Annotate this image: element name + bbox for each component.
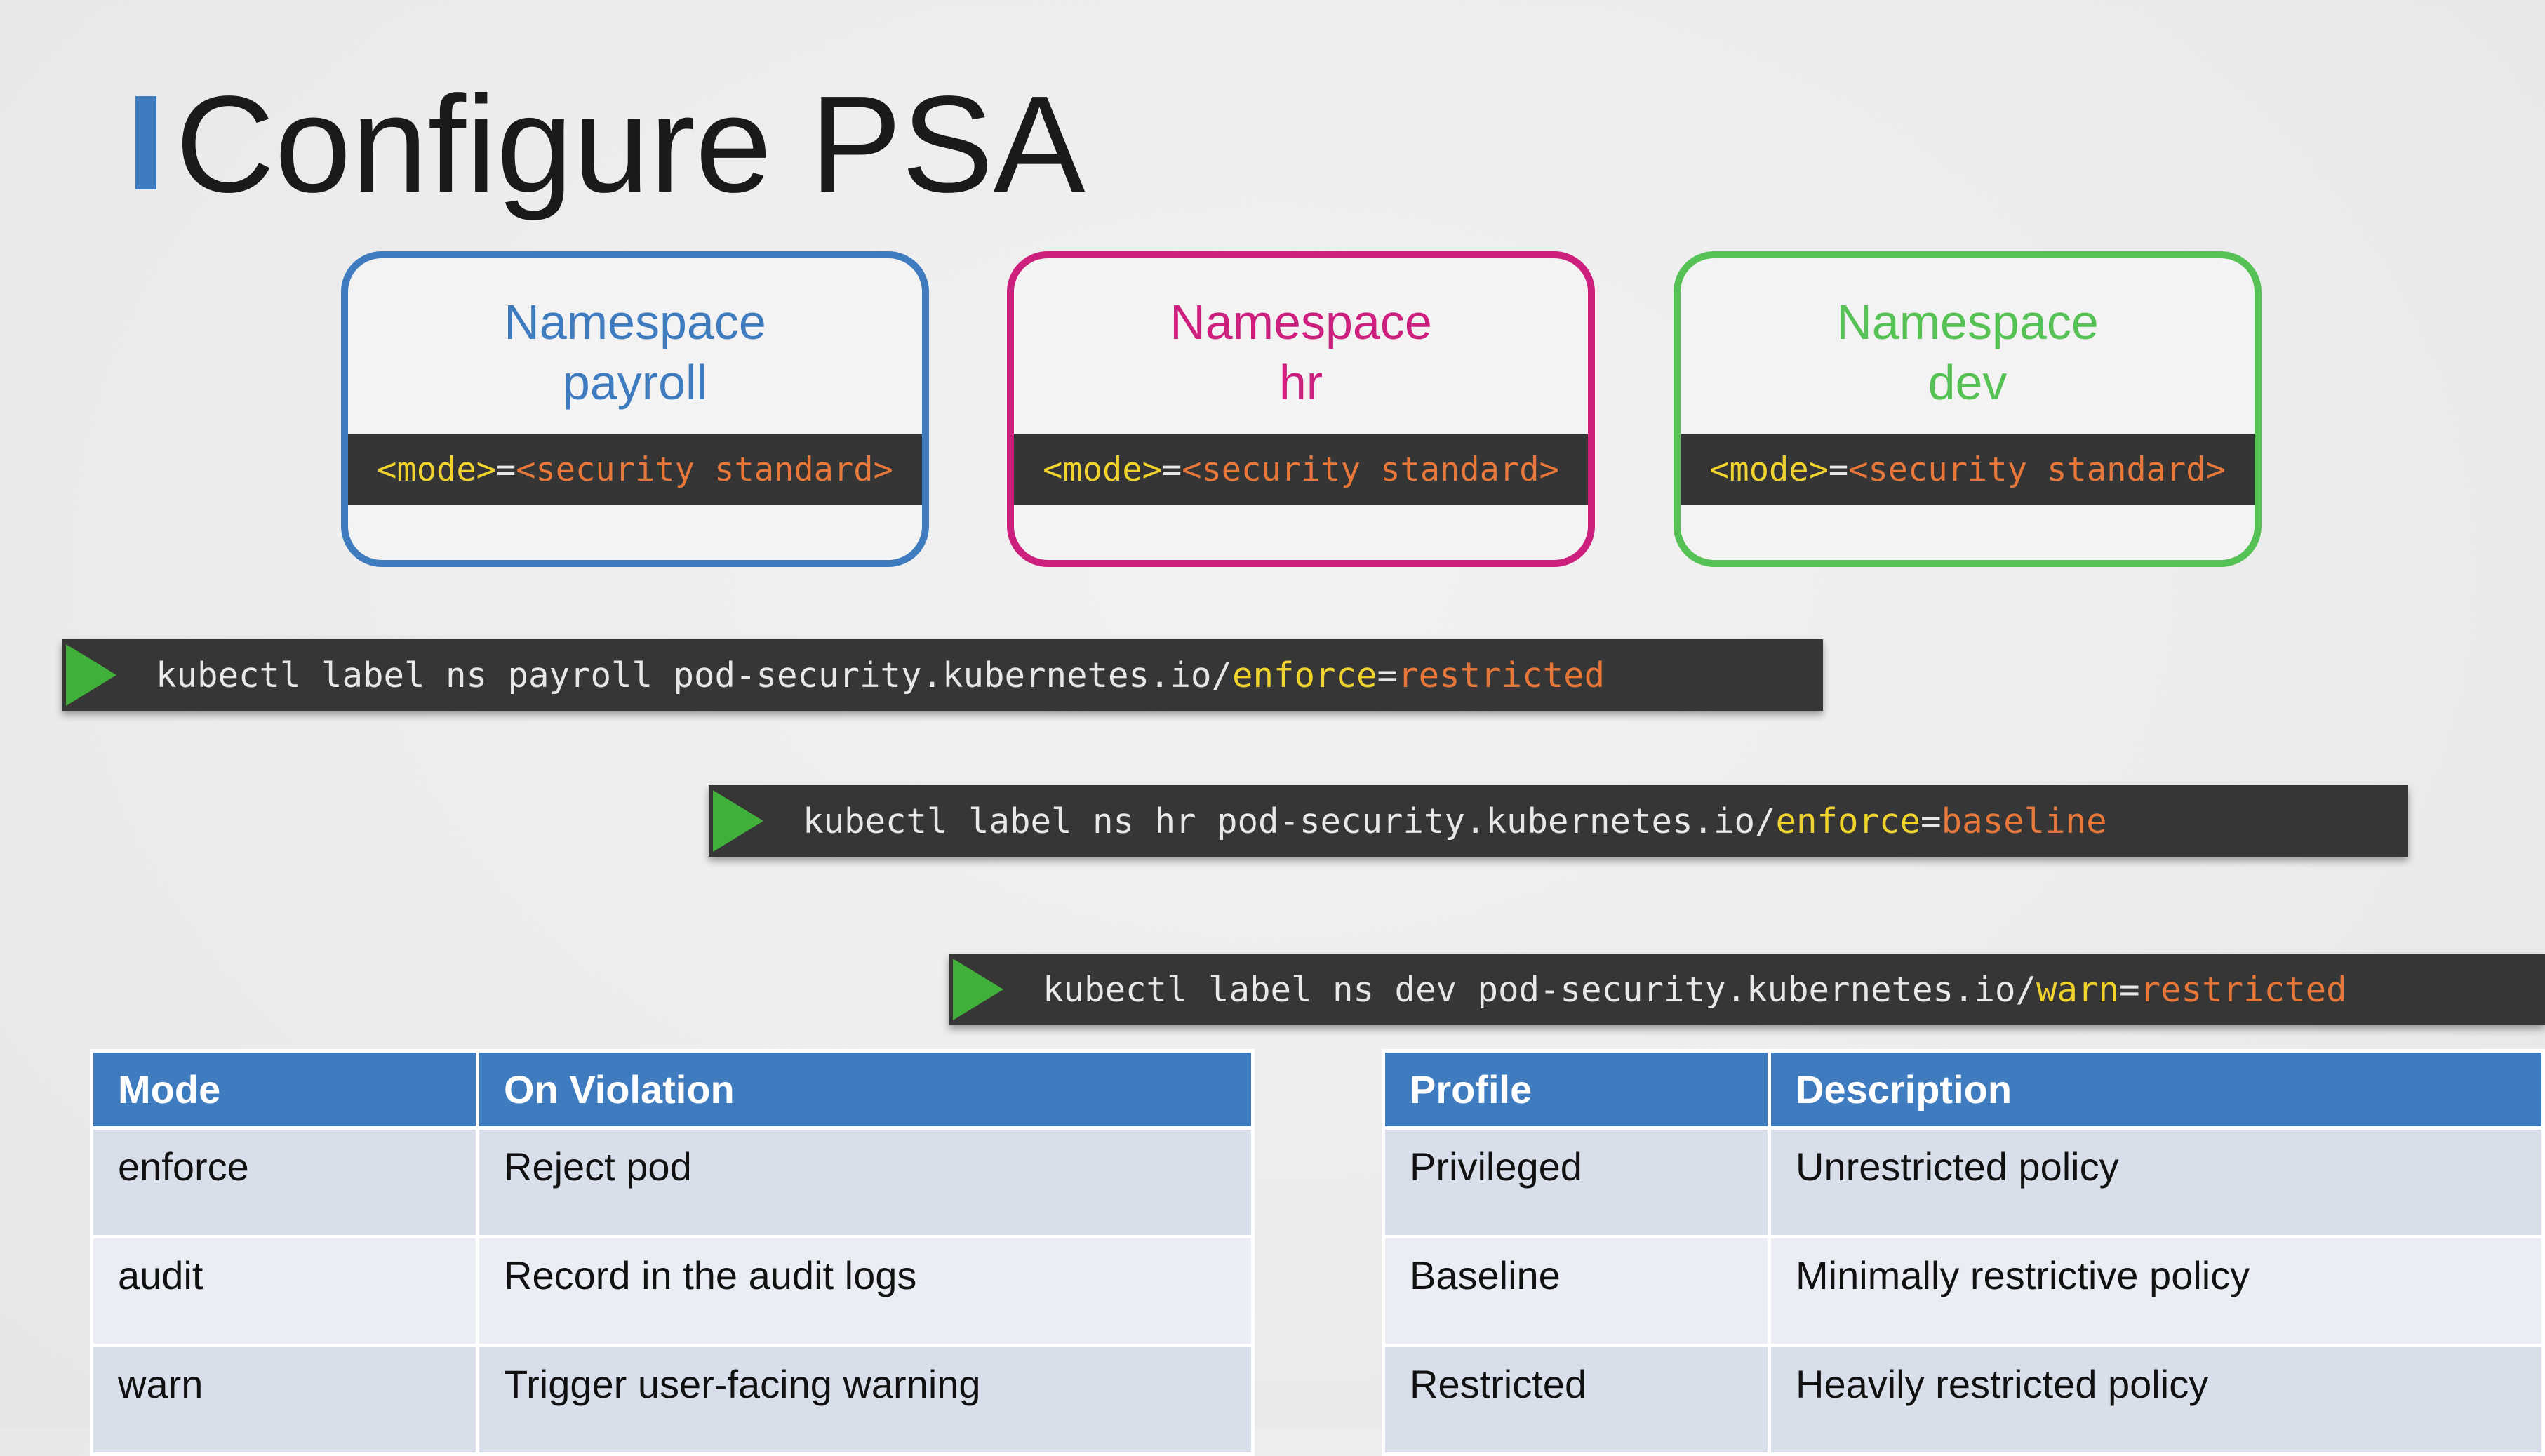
namespace-label-template: <mode>=<security standard> bbox=[1014, 434, 1588, 505]
standard-placeholder: <security standard> bbox=[1182, 450, 1559, 489]
namespace-label: Namespace bbox=[1836, 295, 2099, 349]
standard-placeholder: <security standard> bbox=[516, 450, 893, 489]
column-header-mode: Mode bbox=[93, 1053, 476, 1126]
command-level: baseline bbox=[1941, 801, 2107, 841]
namespace-card-payroll: Namespace payroll <mode>=<security stand… bbox=[341, 251, 929, 567]
table-row: Baseline Minimally restrictive policy bbox=[1385, 1238, 2541, 1344]
play-icon bbox=[713, 790, 763, 852]
violation-cell: Record in the audit logs bbox=[479, 1238, 1251, 1344]
command-text: kubectl label ns payroll pod-security.ku… bbox=[156, 655, 1605, 695]
namespace-card-dev: Namespace dev <mode>=<security standard> bbox=[1674, 251, 2262, 567]
column-header-description: Description bbox=[1771, 1053, 2541, 1126]
violation-cell: Trigger user-facing warning bbox=[479, 1347, 1251, 1452]
command-line-payroll: kubectl label ns payroll pod-security.ku… bbox=[62, 639, 1823, 711]
command-level: restricted bbox=[1398, 655, 1605, 695]
namespace-heading: Namespace dev bbox=[1681, 292, 2255, 413]
modes-table: Mode On Violation enforce Reject pod aud… bbox=[90, 1049, 1255, 1456]
namespace-label: Namespace bbox=[1170, 295, 1432, 349]
command-line-hr: kubectl label ns hr pod-security.kuberne… bbox=[709, 785, 2408, 857]
namespace-heading: Namespace hr bbox=[1014, 292, 1588, 413]
table-header-row: Mode On Violation bbox=[93, 1053, 1251, 1126]
description-cell: Unrestricted policy bbox=[1771, 1130, 2541, 1235]
table-row: Restricted Heavily restricted policy bbox=[1385, 1347, 2541, 1452]
namespace-name: payroll bbox=[562, 355, 708, 410]
description-cell: Minimally restrictive policy bbox=[1771, 1238, 2541, 1344]
play-icon bbox=[66, 644, 116, 706]
equals-sign: = bbox=[1828, 450, 1849, 489]
namespace-name: hr bbox=[1278, 355, 1323, 410]
mode-cell: audit bbox=[93, 1238, 476, 1344]
mode-placeholder: <mode> bbox=[377, 450, 496, 489]
namespace-label: Namespace bbox=[504, 295, 766, 349]
namespace-name: dev bbox=[1928, 355, 2008, 410]
profile-cell: Baseline bbox=[1385, 1238, 1768, 1344]
mode-cell: warn bbox=[93, 1347, 476, 1452]
mode-cell: enforce bbox=[93, 1130, 476, 1235]
profile-cell: Restricted bbox=[1385, 1347, 1768, 1452]
table-row: audit Record in the audit logs bbox=[93, 1238, 1251, 1344]
mode-placeholder: <mode> bbox=[1043, 450, 1162, 489]
command-text: kubectl label ns dev pod-security.kubern… bbox=[1043, 969, 2347, 1010]
namespace-heading: Namespace payroll bbox=[348, 292, 922, 413]
description-cell: Heavily restricted policy bbox=[1771, 1347, 2541, 1452]
namespace-label-template: <mode>=<security standard> bbox=[1681, 434, 2255, 505]
violation-cell: Reject pod bbox=[479, 1130, 1251, 1235]
slide-title: Configure PSA bbox=[175, 67, 1086, 221]
command-level: restricted bbox=[2139, 969, 2347, 1010]
command-mode: enforce bbox=[1775, 801, 1921, 841]
standard-placeholder: <security standard> bbox=[1848, 450, 2226, 489]
command-mode: enforce bbox=[1232, 655, 1377, 695]
table-row: Privileged Unrestricted policy bbox=[1385, 1130, 2541, 1235]
command-text: kubectl label ns hr pod-security.kuberne… bbox=[803, 801, 2107, 841]
table-header-row: Profile Description bbox=[1385, 1053, 2541, 1126]
profile-cell: Privileged bbox=[1385, 1130, 1768, 1235]
command-line-dev: kubectl label ns dev pod-security.kubern… bbox=[949, 954, 2545, 1025]
equals-sign: = bbox=[1161, 450, 1182, 489]
column-header-on-violation: On Violation bbox=[479, 1053, 1251, 1126]
title-accent-bar bbox=[135, 96, 156, 189]
command-mode: warn bbox=[2036, 969, 2120, 1010]
equals-sign: = bbox=[495, 450, 516, 489]
table-row: warn Trigger user-facing warning bbox=[93, 1347, 1251, 1452]
play-icon bbox=[953, 959, 1003, 1020]
column-header-profile: Profile bbox=[1385, 1053, 1768, 1126]
table-row: enforce Reject pod bbox=[93, 1130, 1251, 1235]
profiles-table: Profile Description Privileged Unrestric… bbox=[1382, 1049, 2545, 1456]
mode-placeholder: <mode> bbox=[1709, 450, 1829, 489]
namespace-label-template: <mode>=<security standard> bbox=[348, 434, 922, 505]
namespace-card-hr: Namespace hr <mode>=<security standard> bbox=[1007, 251, 1595, 567]
